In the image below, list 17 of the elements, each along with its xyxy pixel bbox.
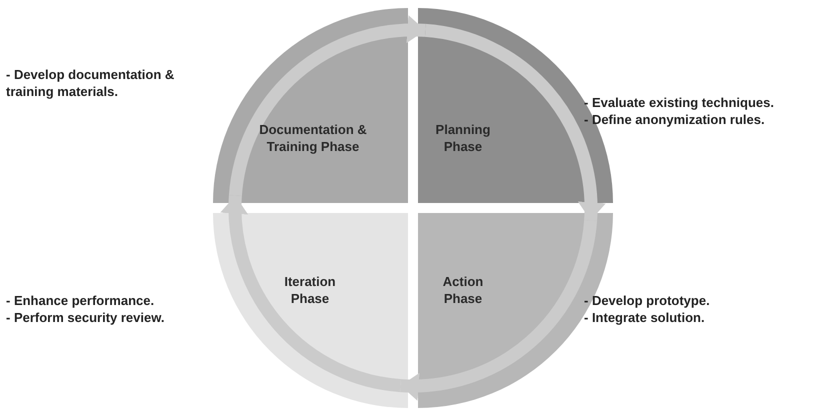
note-text: - Develop prototype. [584,292,711,309]
note-text: - Evaluate existing techniques. [584,94,775,111]
curved-arrow [424,24,605,220]
phase-title: Documentation & Training Phase [258,121,368,155]
note-text: - Develop documentation & training materials. [6,66,176,100]
note-text: - Integrate solution. [584,309,706,326]
quadrant-segment [213,8,408,203]
note-text: - Perform security review. [6,309,166,326]
phase-title: Planning Phase [434,121,492,155]
curved-arrow [228,16,426,196]
phase-title: Iteration Phase [283,273,337,307]
note-text: - Define anonymization rules. [584,111,766,128]
curved-arrow [400,220,598,400]
note-text: - Enhance performance. [6,292,156,309]
curved-arrow [221,196,402,392]
phase-title: Action Phase [442,273,484,307]
quadrant-segment [213,213,408,408]
